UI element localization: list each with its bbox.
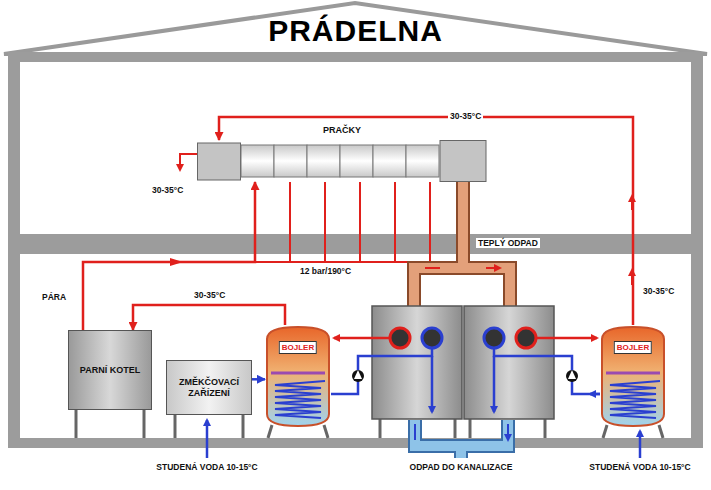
boiler-label: BOJLER bbox=[614, 341, 652, 354]
cold-water-pipes-part bbox=[431, 356, 434, 412]
boiler-tank-part bbox=[610, 381, 660, 418]
steam-pipes-part bbox=[324, 182, 326, 262]
equipment-legs-part bbox=[324, 425, 328, 438]
boiler-tank-part bbox=[271, 372, 325, 375]
heat-exchanger-part bbox=[464, 306, 554, 419]
equipment-legs-part bbox=[75, 410, 78, 438]
washer-row: PRAČKY bbox=[197, 140, 487, 182]
diagram-title: PRÁDELNA bbox=[0, 14, 711, 48]
cold-water-pipes-part bbox=[639, 431, 642, 458]
equipment-label: PARNÍ KOTEL bbox=[80, 365, 140, 375]
annotation-label: 12 bar/190°C bbox=[298, 266, 353, 276]
hot-water-pipes-part bbox=[536, 337, 597, 340]
heat-exchanger-part bbox=[484, 328, 504, 348]
equipment-legs-part bbox=[454, 418, 457, 438]
warm-waste-pipe-part bbox=[425, 267, 500, 269]
boiler-tank-part bbox=[275, 381, 325, 418]
washer-drum bbox=[241, 145, 274, 177]
washer-row-illustration-part bbox=[241, 145, 439, 177]
house-walls bbox=[4, 3, 707, 448]
cold-pipe bbox=[252, 378, 265, 381]
equipment-legs-part bbox=[603, 425, 607, 438]
annotation-label: STUDENÁ VODA 10-15°C bbox=[154, 462, 259, 472]
water-heater: BOJLER bbox=[600, 325, 666, 428]
equipment-label: PRAČKY bbox=[197, 125, 487, 135]
cold-water-pipes-part bbox=[590, 393, 600, 396]
equipment-legs-part bbox=[544, 418, 547, 438]
pipe-label: 30-35°C bbox=[192, 290, 227, 300]
steam-pipes-part bbox=[429, 182, 431, 262]
drain-pipe bbox=[415, 420, 508, 458]
washer-row-illustration-part bbox=[198, 143, 241, 180]
boiler-tank-part bbox=[267, 327, 329, 426]
boiler-label: BOJLER bbox=[279, 341, 317, 354]
equipment-label: ZMĚKČOVACÍ ZAŘÍZENÍ bbox=[171, 377, 247, 398]
steam-pipes-part bbox=[289, 182, 291, 262]
equipment-legs-part bbox=[379, 418, 382, 438]
heat-exchanger-part bbox=[422, 328, 442, 348]
annotation-label: STUDENÁ VODA 10-15°C bbox=[587, 462, 692, 472]
washer-drum bbox=[274, 145, 307, 177]
hot-pipe bbox=[219, 117, 633, 325]
equipment-legs-part bbox=[242, 415, 245, 438]
drain-pipe-part bbox=[415, 420, 508, 458]
equipment-legs-part bbox=[268, 425, 272, 438]
annotation-label: 30-35°C bbox=[641, 286, 676, 296]
annotation-label: 30-35°C bbox=[150, 185, 185, 195]
equipment-legs bbox=[76, 410, 663, 438]
steam-boiler: PARNÍ KOTEL bbox=[68, 330, 152, 410]
washer-drum bbox=[307, 145, 340, 177]
drain-pipe-part bbox=[415, 424, 508, 440]
heat-exchanger bbox=[372, 306, 554, 419]
house-walls-part bbox=[20, 254, 691, 438]
house-walls-part bbox=[8, 52, 703, 448]
pump-symbol-part bbox=[566, 370, 578, 382]
equipment-legs-part bbox=[469, 418, 472, 438]
pump-symbol-part bbox=[354, 370, 362, 379]
water-heater: BOJLER bbox=[265, 325, 331, 428]
washer-row-illustration-part bbox=[440, 141, 486, 182]
washer-row-illustration bbox=[197, 140, 487, 182]
pipe-label: PÁRA bbox=[40, 292, 68, 302]
boiler-tank-part bbox=[606, 372, 660, 375]
washer-drum bbox=[340, 145, 373, 177]
hot-pipe bbox=[133, 305, 285, 330]
pump-symbol-part bbox=[568, 370, 576, 379]
equipment-legs-part bbox=[659, 425, 663, 438]
heat-exchanger-part bbox=[390, 328, 410, 348]
washer-drum bbox=[406, 145, 439, 177]
washer-drum bbox=[373, 145, 406, 177]
pipe-label: 30-35°C bbox=[448, 111, 483, 121]
annotation-label: TEPLÝ ODPAD bbox=[476, 238, 540, 248]
equipment-legs-part bbox=[174, 415, 177, 438]
cold-water-pipes-part bbox=[331, 349, 432, 394]
house-walls-part bbox=[20, 62, 691, 234]
boiler-tank-part bbox=[602, 327, 664, 426]
annotation-label: ODPAD DO KANALIZACE bbox=[408, 462, 515, 472]
cold-water-pipes-part bbox=[494, 349, 600, 394]
steam-pipes-part bbox=[359, 182, 361, 262]
water-softener: ZMĚKČOVACÍ ZAŘÍZENÍ bbox=[166, 360, 252, 415]
drain-pipe-part bbox=[415, 420, 508, 458]
cold-water-pipes-part bbox=[206, 420, 209, 458]
hot-water-pipes-part bbox=[334, 337, 390, 340]
steam-pipes-part bbox=[255, 261, 430, 263]
steam-pipes-part bbox=[394, 182, 396, 262]
hot-water-pipes bbox=[334, 337, 597, 340]
heat-exchanger-part bbox=[372, 306, 462, 419]
pump-symbol-part bbox=[352, 370, 364, 382]
pump-symbol bbox=[352, 370, 578, 382]
equipment-legs-part bbox=[143, 410, 146, 438]
heat-exchanger-part bbox=[516, 328, 536, 348]
cold-water-pipes-part bbox=[493, 356, 496, 412]
hot-pipe bbox=[83, 182, 255, 330]
